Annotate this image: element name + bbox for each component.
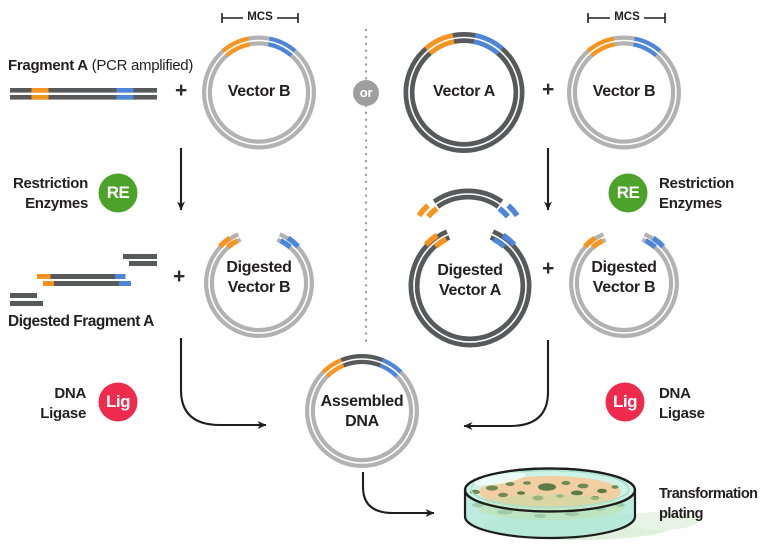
fragment-a-note: (PCR amplified) [87,57,194,74]
digested-vector-b-left-label: Digested Vector B [226,259,292,296]
arrow-curve-right-to-assembled [463,340,550,430]
vector-b-left-label: Vector B [227,83,291,100]
fragment-a-name: Fragment A [8,57,88,74]
restriction-enzymes-label-right: Restriction Enzymes [659,175,735,212]
fragment-a-label: Fragment A (PCR amplified) [8,57,193,76]
dish-highlight [474,472,526,486]
digested-vector-b-right-label: Digested Vector B [591,259,657,296]
plus-sign-3: + [173,265,185,288]
petri-dish [463,467,698,540]
lig-badge-right: Lig [613,392,638,411]
plus-sign-1: + [175,79,187,102]
assembled-dna-plasmid [305,354,419,468]
or-circle [353,80,379,106]
vector-b-plasmid [202,35,316,150]
digested-fragment-a-label: Digested Fragment A [8,313,154,330]
dish-shadow-2 [622,512,698,530]
transformation-plating-label: Transformation plating [659,486,758,522]
dna-ligase-label-left: DNA Ligase [40,385,86,422]
vector-a-label: Vector A [433,83,495,100]
dish-rim-outline [463,467,637,513]
arrow-curve-to-plating [361,472,435,517]
re-badge-left: RE [106,183,130,202]
or-label: or [359,85,373,100]
digested-vector-a-label: Digested Vector A [437,262,503,299]
vector-a-plasmid [403,32,525,153]
plus-sign-2: + [542,78,554,101]
re-badge-right: RE [616,183,640,202]
assembled-dna-label: Assembled DNA [320,393,404,430]
restriction-enzymes-label-left: Restriction Enzymes [12,175,88,212]
lig-circle-left [98,382,138,422]
arrow-curve-left-to-assembled [179,338,267,429]
digested-fragment-a-bars [10,254,157,306]
dish-inner-rim [470,469,630,509]
re-circle-right [608,173,648,213]
lig-circle-right [605,382,645,422]
vector-b-right-label: Vector B [592,83,656,100]
digested-vector-a-plasmid [408,229,532,348]
dna-ligase-label-right: DNA Ligase [659,385,705,422]
excised-mcs-fragment [416,188,520,219]
fragment-a-dna-bars [10,88,157,100]
re-circle-left [98,173,138,213]
mcs-label-left: MCS [221,10,299,24]
digested-vector-b-plasmid [204,232,314,338]
mcs-label-right: MCS [588,10,666,24]
lig-badge-left: Lig [106,392,131,411]
plus-sign-4: + [542,257,554,280]
